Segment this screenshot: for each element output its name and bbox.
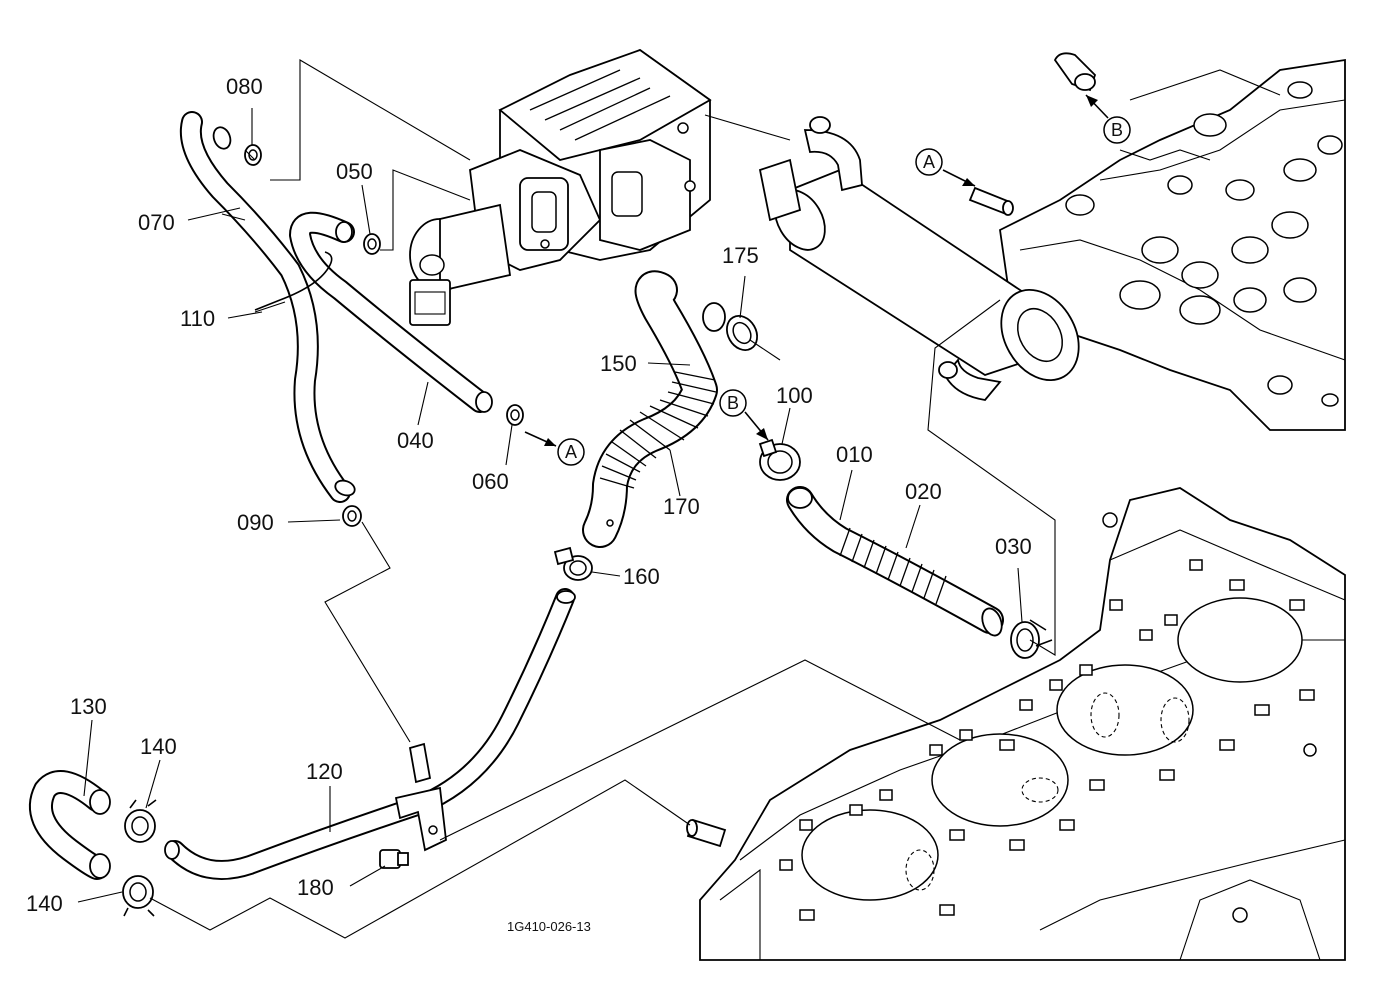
label-090: 090 <box>237 510 274 535</box>
label-180: 180 <box>297 875 334 900</box>
egr-valve <box>409 48 712 326</box>
bolt-180 <box>379 849 409 869</box>
ref-a-top: A <box>923 152 935 172</box>
label-050: 050 <box>336 159 373 184</box>
fitting-b <box>1053 52 1097 92</box>
figure-code: 1G410-026-13 <box>507 919 591 934</box>
clamp-080 <box>244 144 262 166</box>
label-100: 100 <box>776 383 813 408</box>
label-175: 175 <box>722 243 759 268</box>
label-140-lower: 140 <box>26 891 63 916</box>
cylinder-head-lower <box>699 487 1346 961</box>
ref-a-mid: A <box>565 442 577 462</box>
label-140-upper: 140 <box>140 734 177 759</box>
hose-010-020 <box>786 486 1004 637</box>
reference-labels: A A B B <box>565 120 1123 462</box>
clamp-030 <box>1010 619 1053 659</box>
label-020: 020 <box>905 479 942 504</box>
label-060: 060 <box>472 469 509 494</box>
ref-b-mid: B <box>727 393 739 413</box>
leader-lines <box>149 59 1281 939</box>
reference-circles <box>557 116 1131 466</box>
ref-b-top: B <box>1111 120 1123 140</box>
reference-arrows <box>524 94 1109 447</box>
label-120: 120 <box>306 759 343 784</box>
cylinder-head-upper <box>999 58 1346 431</box>
cable-tie-110 <box>254 251 333 313</box>
corrugation-170 <box>599 371 717 489</box>
clamp-175 <box>726 315 758 351</box>
hose-130 <box>29 770 111 880</box>
clamp-140-upper <box>124 799 157 843</box>
corrugation-020 <box>839 527 947 605</box>
clamp-090 <box>342 505 362 527</box>
label-130: 130 <box>70 694 107 719</box>
clamp-140-lower <box>122 875 155 917</box>
hose-070 <box>179 111 356 503</box>
clamp-050 <box>363 233 381 255</box>
hose-150-170 <box>582 270 726 548</box>
label-170: 170 <box>663 494 700 519</box>
label-110: 110 <box>180 306 215 331</box>
egr-cooler <box>758 116 1080 401</box>
label-010: 010 <box>836 442 873 467</box>
label-070: 070 <box>138 210 175 235</box>
clamp-100 <box>758 438 801 481</box>
label-150: 150 <box>600 351 637 376</box>
label-160: 160 <box>623 564 660 589</box>
hose-040 <box>289 211 493 413</box>
plug-fitting <box>686 818 727 848</box>
label-040: 040 <box>397 428 434 453</box>
clamp-060 <box>506 404 524 426</box>
callout-labels: 080 050 070 110 040 060 090 150 170 175 … <box>26 74 1032 916</box>
clamp-160 <box>553 546 593 581</box>
pipe-a-fitting <box>968 186 1014 216</box>
label-030: 030 <box>995 534 1032 559</box>
label-080: 080 <box>226 74 263 99</box>
pipe-120 <box>164 588 576 880</box>
callout-leaders <box>77 108 1023 903</box>
